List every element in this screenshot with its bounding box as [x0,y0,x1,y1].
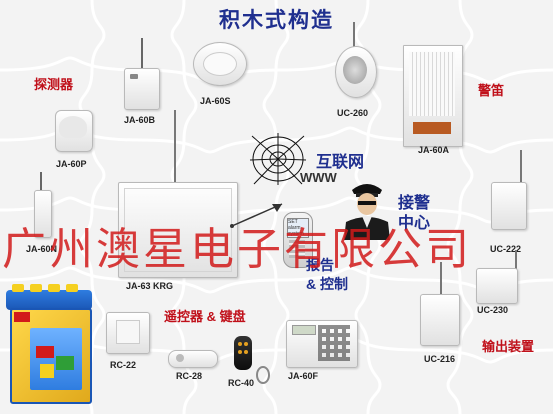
category-output: 输出装置 [482,339,535,354]
monitoring-line2: 中心 [398,215,431,232]
label-ja60a: JA-60A [418,145,450,155]
security-guard-icon [344,184,390,240]
company-watermark: 广州澳星电子有限公司 [2,225,472,274]
rc28-button [176,354,184,362]
label-uc230: UC-230 [477,305,509,315]
phone-screen-text: SET alarm system [287,218,309,238]
label-rc40: RC-40 [228,378,255,388]
label-ja60s: JA-60S [200,96,231,106]
category-siren: 警笛 [478,83,505,98]
diagram-title: 积木式构造 [219,9,334,32]
label-ja60f: JA-60F [288,371,319,381]
label-rc28: RC-28 [176,371,203,381]
label-uc222: UC-222 [490,244,522,254]
label-ja63: JA-63 KRG [126,281,174,291]
label-ja60n: JA-60N [26,244,58,254]
category-detector: 探测器 [34,77,74,92]
category-remote-keypad: 遥控器 & 键盘 [164,309,246,324]
panel-to-phone-arrow [230,203,283,228]
label-ja60p: JA-60P [56,159,87,169]
internet-label: 互联网 [316,154,365,171]
monitoring-center-label: 接警 中心 [398,194,430,234]
report-line1: 报告 [306,257,334,273]
report-line2: & 控制 [306,276,348,292]
rc22-button [116,320,140,344]
monitoring-line1: 接警 [398,195,431,212]
label-ja60b: JA-60B [124,115,156,125]
label-rc22: RC-22 [110,360,137,370]
label-uc216: UC-216 [424,354,456,364]
report-control-label: 报告 & 控制 [306,256,348,294]
www-label: WWW [300,170,337,185]
label-uc260: UC-260 [337,108,369,118]
spider-web-icon [249,133,307,185]
